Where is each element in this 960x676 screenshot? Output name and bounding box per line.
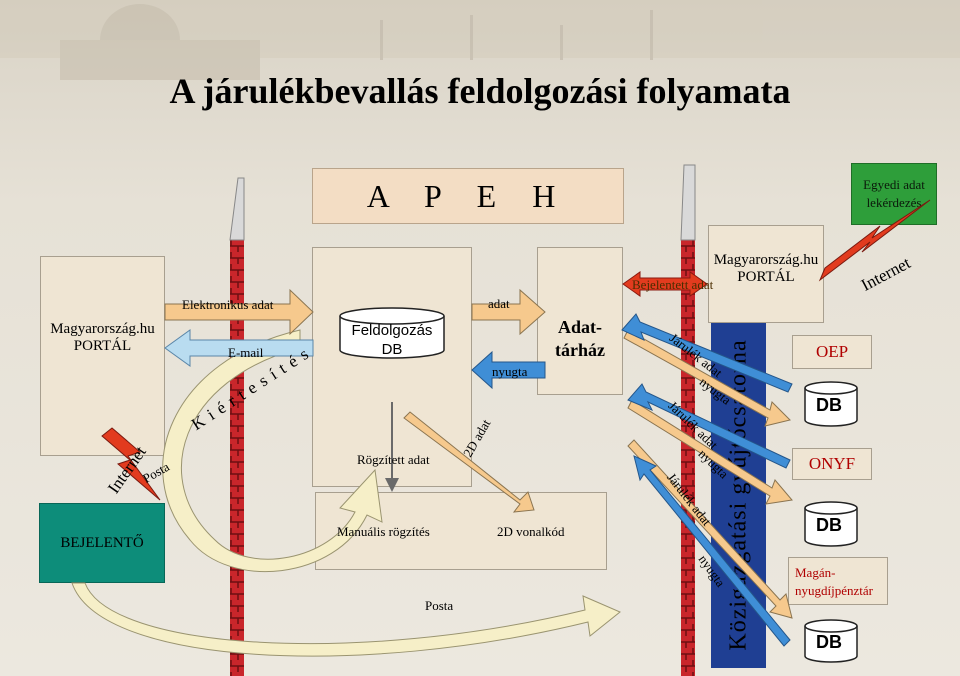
oep-db-label: DB: [816, 395, 842, 415]
portal-left-line1: Magyarország.hu: [50, 321, 155, 337]
portal-right-line2: PORTÁL: [737, 269, 795, 285]
vonalkod-label: 2D vonalkód: [497, 524, 565, 539]
onyf-label: ONYF: [808, 454, 856, 473]
firewall-left: [229, 177, 245, 676]
magan-db-cylinder: [804, 619, 858, 663]
adat-arrow: [471, 288, 546, 336]
oep-db-cylinder: [804, 381, 858, 427]
bejelento-box: BEJELENTŐ: [39, 503, 165, 583]
adattarhaz-line1: Adat-: [558, 317, 602, 337]
feldolgozas-line1: Feldolgozás: [351, 322, 433, 339]
lightning-left-icon: [101, 427, 161, 501]
portal-left-line2: PORTÁL: [73, 338, 132, 354]
adat-label: adat: [488, 296, 510, 311]
lightning-right-icon: [818, 199, 931, 282]
adattarhaz-label: Adat- tárház: [540, 316, 620, 361]
posta-bottom-label: Posta: [425, 598, 454, 613]
adattarhaz-box: [537, 247, 623, 395]
feldolgozas-line2: DB: [381, 340, 403, 358]
page-title: A járulékbevallás feldolgozási folyamata: [169, 71, 791, 111]
oep-box: OEP: [792, 335, 872, 369]
apeh-box: A P E H: [312, 168, 624, 224]
email-label: E-mail: [228, 345, 264, 360]
magan-line1: Magán-: [795, 565, 836, 580]
onyf-db-label: DB: [816, 515, 842, 535]
bejelentett-adat-label: Bejelentett adat: [632, 277, 714, 292]
adattarhaz-line2: tárház: [555, 339, 605, 360]
kiertesites-cycle-arrow: [162, 329, 383, 573]
oep-label: OEP: [815, 342, 849, 361]
magan-line2: nyugdíjpénztár: [795, 582, 873, 598]
magan-db-label: DB: [816, 632, 842, 652]
rogzitett-adat-label: Rögzített adat: [357, 452, 430, 467]
manualis-rogzites-label: Manuális rögzítés: [337, 524, 430, 539]
email-arrow: [164, 329, 314, 367]
egyedi-lekerdezes-box: Egyedi adat lekérdezés: [851, 163, 937, 225]
jarulek-arrows: [621, 313, 793, 647]
bejelentett-adat-arrow: [622, 271, 708, 297]
magan-box: Magán- nyugdíjpénztár: [788, 557, 888, 605]
feldolgozas-label: Feldolgozás DB: [342, 322, 442, 360]
egyedi-label: Egyedi adat lekérdezés: [863, 177, 925, 210]
feldolgozas-db-cylinder: [339, 307, 445, 359]
nyugta-arrow-apeh: [471, 350, 546, 390]
posta-arc-arrow: [71, 582, 621, 657]
portal-left-box: Magyarország.hu PORTÁL: [40, 256, 165, 456]
elektronikus-adat-arrow: [164, 288, 314, 336]
nyugta-label: nyugta: [492, 364, 528, 379]
onyf-db-cylinder: [804, 501, 858, 547]
elektronikus-adat-label: Elektronikus adat: [182, 297, 274, 312]
2d-adat-arrow: [403, 411, 535, 513]
onyf-box: ONYF: [792, 448, 872, 480]
portal-right-line1: Magyarország.hu: [713, 252, 819, 268]
